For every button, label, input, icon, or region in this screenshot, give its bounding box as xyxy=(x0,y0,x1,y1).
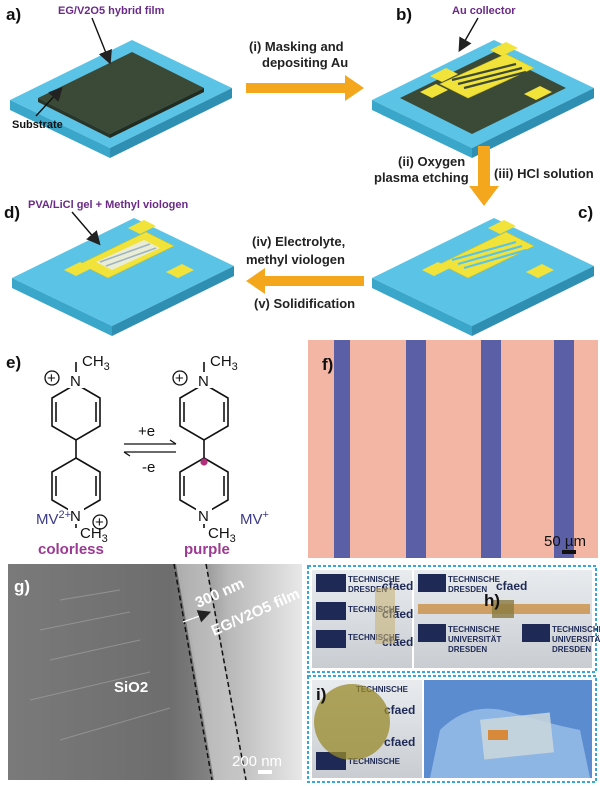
svg-text:TECHNISCHE: TECHNISCHE xyxy=(348,757,401,766)
panel-d: d) PVA/LiCl gel + Methyl viologen xyxy=(4,199,234,336)
panel-i-frame xyxy=(307,675,597,783)
round-device xyxy=(314,684,390,760)
svg-text:cfaed: cfaed xyxy=(496,579,527,593)
panel-c-label: c) xyxy=(578,203,593,222)
svg-text:UNIVERSITÄT: UNIVERSITÄT xyxy=(448,635,501,644)
svg-text:cfaed: cfaed xyxy=(384,703,415,717)
forward-label: +e xyxy=(138,423,155,440)
redox-arrows xyxy=(123,439,177,457)
svg-text:+: + xyxy=(95,514,104,531)
svg-text:DRESDEN: DRESDEN xyxy=(552,645,591,654)
panel-d-label: d) xyxy=(4,203,20,222)
radical-dot xyxy=(200,458,208,466)
panel-f-label: f) xyxy=(322,355,333,374)
scale-bar-g-label: 200 nm xyxy=(232,753,282,770)
panel-b-label: b) xyxy=(396,5,412,24)
mvp-n-top: N xyxy=(198,373,209,390)
purple-label: purple xyxy=(184,541,230,558)
svg-text:TECHNISCHE: TECHNISCHE xyxy=(448,625,501,634)
au-collector-b xyxy=(420,42,552,100)
reverse-label: -e xyxy=(142,459,155,476)
substrate-side-left xyxy=(10,100,110,158)
step-4-line1: (iv) Electrolyte, xyxy=(252,234,345,249)
stripe-4 xyxy=(554,340,574,558)
step-2-3: (ii) Oxygen plasma etching (iii) HCl sol… xyxy=(374,146,594,206)
stripe-3 xyxy=(481,340,501,558)
arrow-right-1 xyxy=(246,75,364,101)
panel-h: TECHNISCHE DRESDEN cfaed TECHNISCHE cfae… xyxy=(307,565,600,673)
step-1-line2: depositing Au xyxy=(262,55,348,70)
panel-c: c) xyxy=(372,203,594,336)
svg-text:TECHNISCHE: TECHNISCHE xyxy=(552,625,600,634)
step-2-line2: plasma etching xyxy=(374,170,469,185)
panel-h-frame xyxy=(307,565,597,673)
svg-text:+: + xyxy=(47,370,56,387)
scale-bar-f xyxy=(562,550,576,554)
mvp-methyl-top: CH3 xyxy=(210,353,238,373)
mvp-methyl-bottom: CH3 xyxy=(208,525,236,545)
scale-bar-f-label: 50 µm xyxy=(544,533,586,550)
step-3: (iii) HCl solution xyxy=(494,166,594,181)
svg-text:TECHNISCHE: TECHNISCHE xyxy=(348,575,401,584)
panel-g: g) 300 nm EG/V2O5 film SiO2 200 nm xyxy=(8,563,302,781)
au-collector-d xyxy=(64,220,194,279)
svg-text:DRESDEN: DRESDEN xyxy=(448,585,487,594)
panel-i: TECHNISCHE cfaed cfaed TECHNISCHE i) xyxy=(307,675,597,783)
panel-a: a) EG/V2O5 hybrid film Substrate xyxy=(6,5,232,158)
step-1-line1: (i) Masking and xyxy=(249,39,344,54)
mv2-n-top: N xyxy=(70,373,81,390)
svg-text:UNIVERSITÄT: UNIVERSITÄT xyxy=(552,635,600,644)
sio2-label: SiO2 xyxy=(114,679,148,696)
panel-i-label: i) xyxy=(316,685,326,704)
panel-b: b) Au collector xyxy=(372,5,594,158)
mv2-methyl-top: CH3 xyxy=(82,353,110,373)
substrate-label: Substrate xyxy=(12,119,63,131)
panel-e-label: e) xyxy=(6,353,21,372)
au-collector-c xyxy=(422,220,554,279)
panel-a-label: a) xyxy=(6,5,21,24)
panel-g-label: g) xyxy=(14,577,30,596)
svg-text:+: + xyxy=(175,370,184,387)
step-4-line2: methyl viologen xyxy=(246,252,345,267)
step-1: (i) Masking and depositing Au xyxy=(246,39,364,101)
arrow-left xyxy=(246,268,364,294)
gel-layer xyxy=(96,240,160,270)
svg-text:TECHNISCHE: TECHNISCHE xyxy=(356,685,409,694)
mv2-label: MV2+ xyxy=(36,509,71,528)
arrow-down xyxy=(469,146,499,206)
panel-f: f) 50 µm xyxy=(308,340,598,558)
panel-e: e) CH3 N + N + CH3 MV2+ colorless xyxy=(6,353,269,558)
flexible-device xyxy=(480,712,554,760)
panel-h-label: h) xyxy=(484,591,500,610)
mvp-n-bottom: N xyxy=(198,508,209,525)
substrate-side-right xyxy=(110,88,232,158)
gel-label: PVA/LiCl gel + Methyl viologen xyxy=(28,199,189,211)
step-2-line1: (ii) Oxygen xyxy=(398,154,465,169)
au-collector-label: Au collector xyxy=(452,5,516,17)
svg-text:cfaed: cfaed xyxy=(384,735,415,749)
mvp-label: MV+ xyxy=(240,509,269,528)
colorless-label: colorless xyxy=(38,541,104,558)
mv2-methyl-bottom: CH3 xyxy=(80,525,108,545)
scale-bar-g xyxy=(258,770,272,774)
svg-text:DRESDEN: DRESDEN xyxy=(348,585,387,594)
step-4-5: (iv) Electrolyte, methyl viologen (v) So… xyxy=(246,234,364,311)
stripe-1 xyxy=(334,340,350,558)
hybrid-film xyxy=(38,52,204,134)
device-film-h1 xyxy=(375,588,395,644)
optical-image xyxy=(308,340,598,558)
step-5: (v) Solidification xyxy=(254,296,355,311)
svg-text:TECHNISCHE: TECHNISCHE xyxy=(448,575,501,584)
svg-text:DRESDEN: DRESDEN xyxy=(448,645,487,654)
film-label: EG/V2O5 hybrid film xyxy=(58,5,165,17)
svg-text:TECHNISCHE: TECHNISCHE xyxy=(348,605,401,614)
svg-text:TECHNISCHE: TECHNISCHE xyxy=(348,633,401,642)
mv2-n-bottom: N xyxy=(70,508,81,525)
stripe-2 xyxy=(406,340,426,558)
